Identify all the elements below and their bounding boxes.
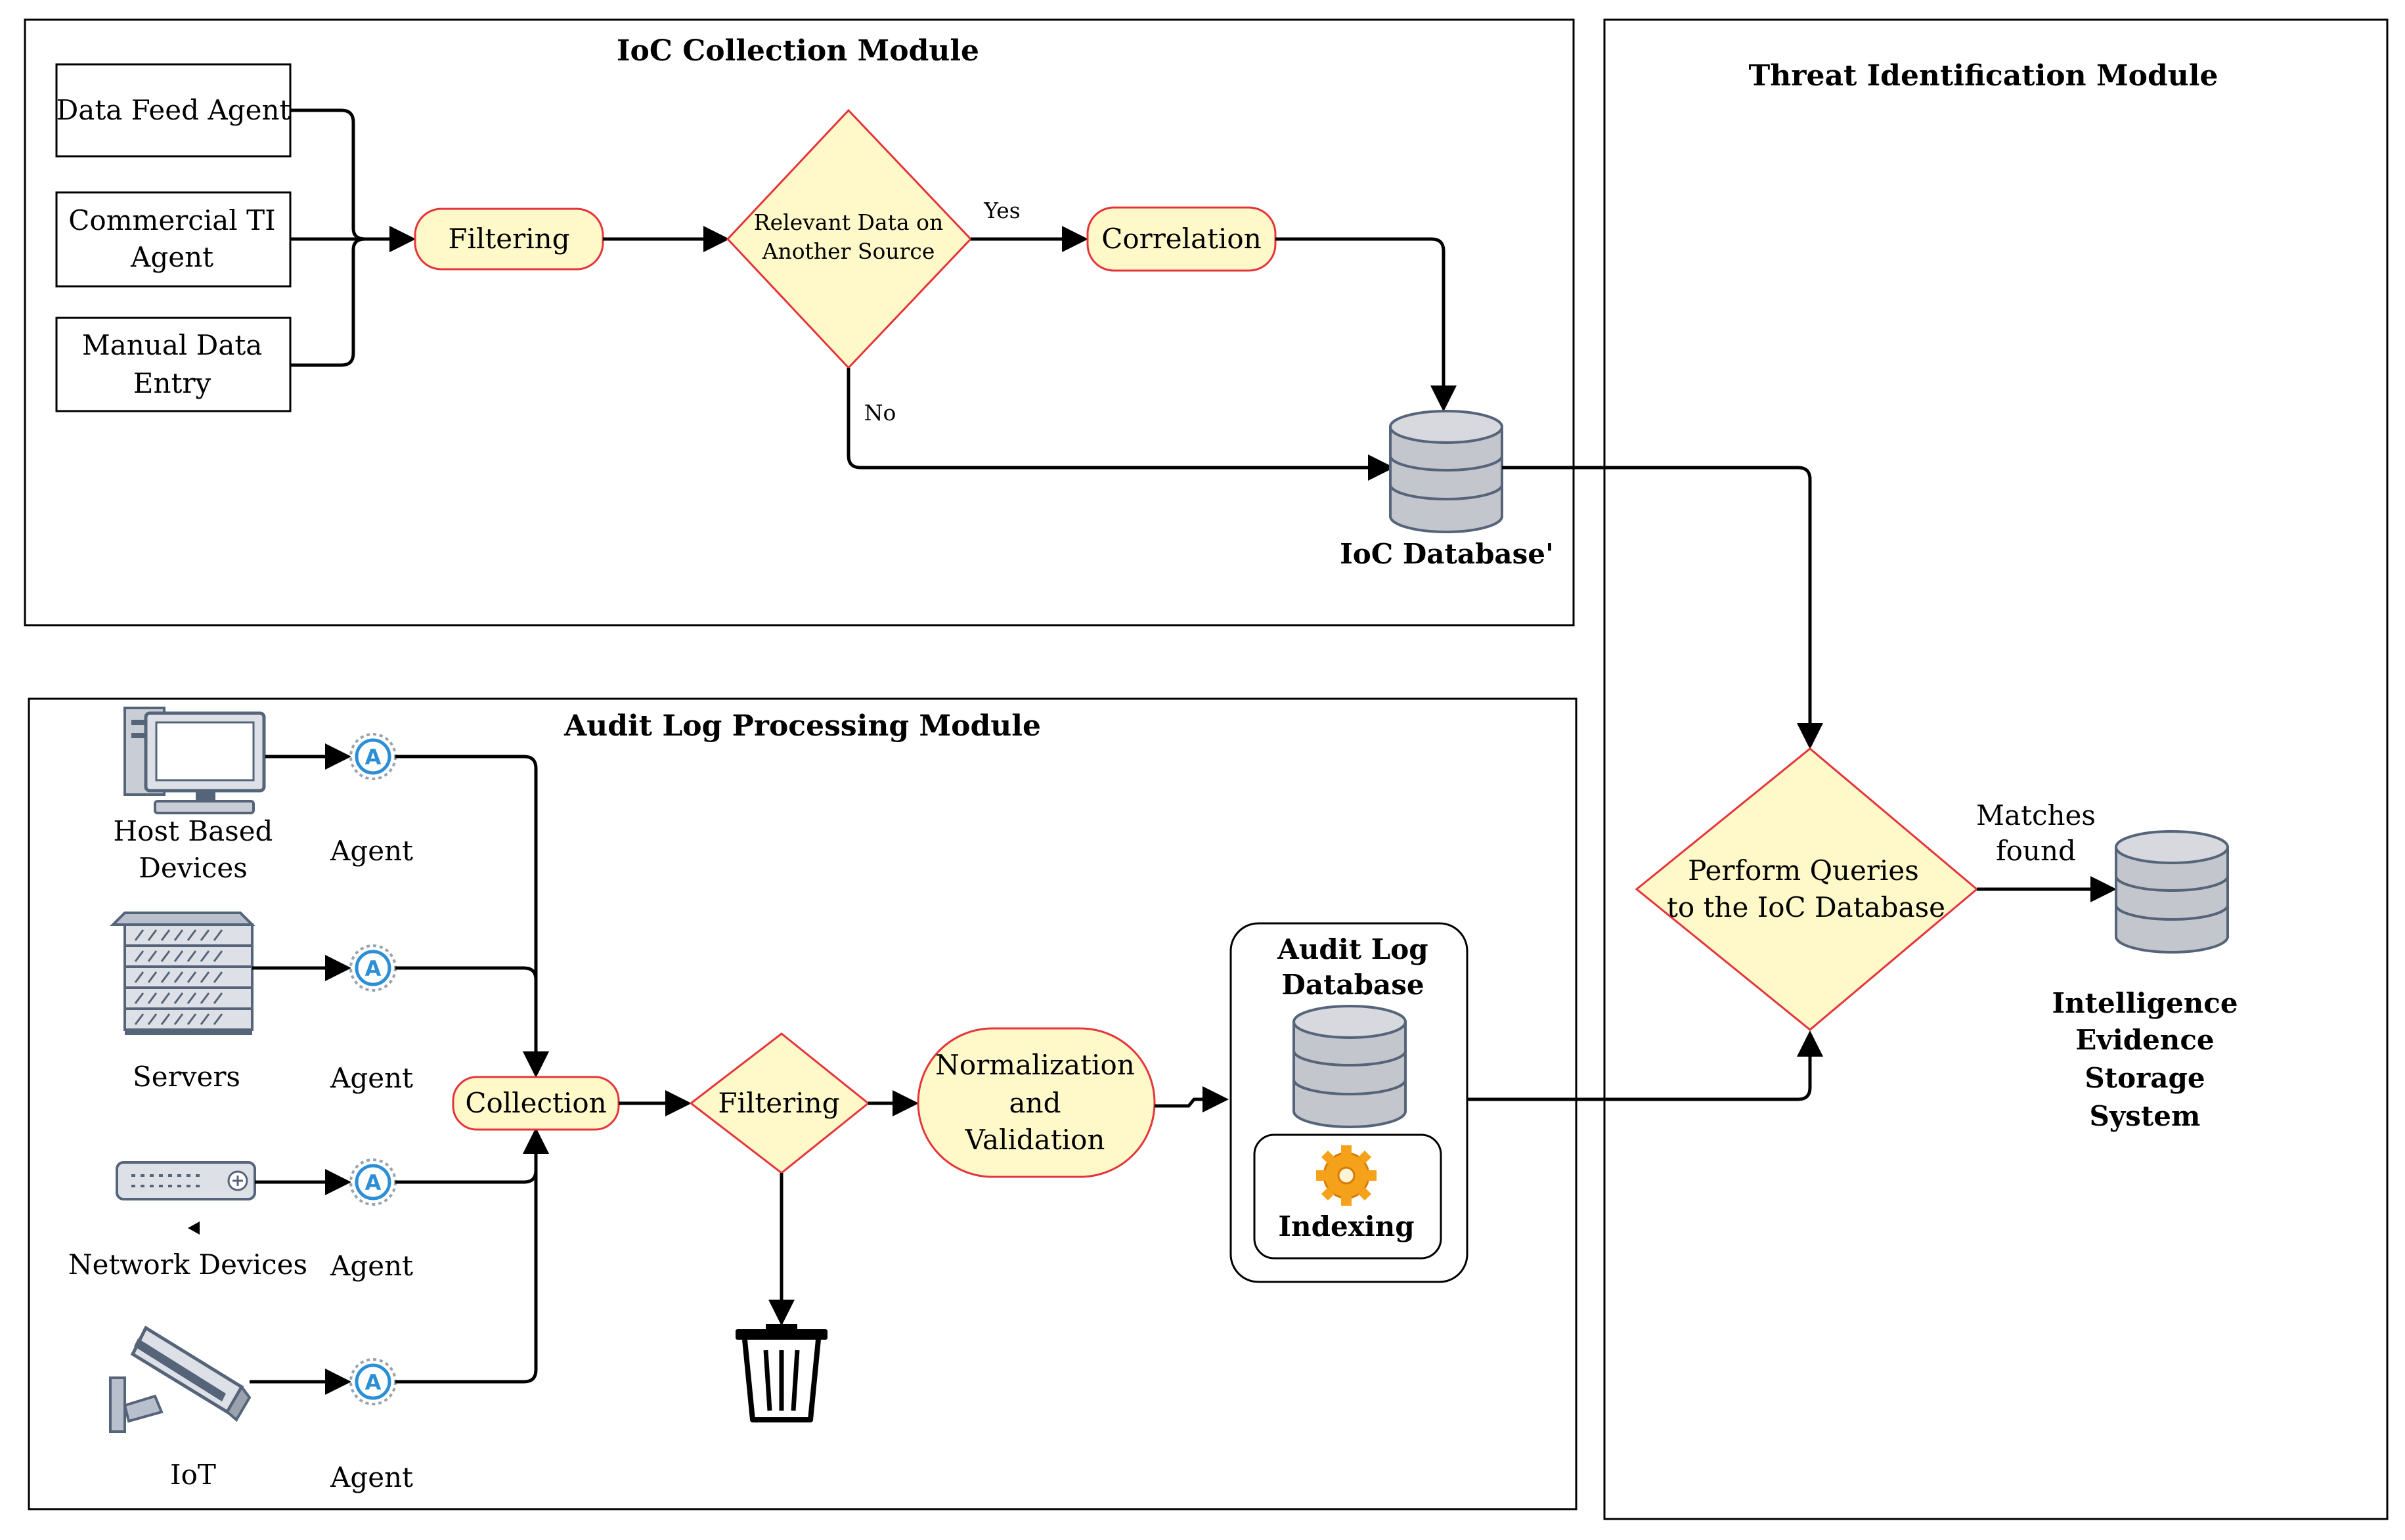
matches-found-label-line2: found	[1996, 835, 2076, 867]
network-agent: A	[351, 1160, 395, 1204]
host-based-devices-label-line1: Host Based	[114, 815, 273, 847]
correlation-to-database-connector	[1275, 237, 1457, 412]
perform-queries-label-line2: to the IoC Database	[1667, 891, 1945, 923]
manual-data-entry-box: Manual Data Entry	[55, 317, 292, 412]
storage-label-line2: Evidence	[2075, 1024, 2214, 1056]
servers-agent-label: Agent	[330, 1062, 413, 1094]
indexing-label: Indexing	[1278, 1210, 1414, 1243]
iot-agent-to-collection-connector	[395, 1128, 549, 1384]
agent-glyph: A	[365, 1370, 382, 1395]
data-feed-connector	[290, 108, 416, 252]
audit-log-database-container: Audit Log Database Indexing	[1229, 922, 1468, 1283]
host-agent-label: Agent	[330, 835, 413, 867]
threat-identification-module-title: Threat Identification Module	[1749, 59, 2218, 93]
network-agent-label: Agent	[330, 1250, 413, 1282]
matches-found-label-line1: Matches	[1976, 799, 2096, 831]
perform-queries-decision: Perform Queries to the IoC Database	[1635, 747, 1979, 1031]
agent-glyph: A	[365, 745, 382, 770]
ioc-collection-module-title: IoC Collection Module	[617, 34, 979, 68]
commercial-ti-agent-label-line2: Agent	[130, 241, 213, 273]
servers-label: Servers	[133, 1061, 240, 1093]
ioc-database-to-query-connector	[1502, 466, 1823, 749]
commercial-ti-agent-label-line1: Commercial TI	[68, 204, 275, 236]
storage-label-line4: System	[2090, 1100, 2201, 1132]
ioc-database-icon	[1389, 410, 1503, 533]
iot-agent: A	[351, 1359, 395, 1404]
audit-log-database-label-line1: Audit Log	[1277, 933, 1428, 965]
normalization-label-line1: Normalization	[935, 1049, 1135, 1081]
relevant-data-decision-line2: Another Source	[762, 238, 935, 264]
audit-filtering-decision: Filtering	[689, 1032, 870, 1174]
agent-glyph: A	[365, 1170, 382, 1195]
audit-log-database-label-line2: Database	[1281, 969, 1424, 1001]
ioc-database-label: IoC Database'	[1340, 538, 1554, 570]
correlation-label: Correlation	[1101, 223, 1262, 255]
normalization-validation-process: Normalization and Validation	[917, 1027, 1156, 1178]
manual-data-entry-label-line1: Manual Data	[82, 329, 263, 361]
servers-agent: A	[351, 946, 395, 990]
iot-security-camera-icon	[109, 1325, 252, 1433]
audit-db-to-query-connector	[1467, 1030, 1823, 1101]
collection-process: Collection	[452, 1076, 620, 1131]
yes-label: Yes	[983, 198, 1020, 223]
manual-entry-connector	[290, 226, 416, 367]
servers-rack-icon	[110, 912, 255, 1035]
ioc-filtering-process: Filtering	[414, 208, 604, 271]
data-feed-agent-box: Data Feed Agent	[55, 63, 292, 158]
host-based-devices-label-line2: Devices	[139, 852, 248, 884]
normalization-to-audit-db-connector	[1155, 1086, 1229, 1112]
data-feed-agent-label: Data Feed Agent	[56, 94, 291, 126]
no-label: No	[864, 400, 896, 426]
audit-log-processing-module-frame	[28, 697, 1578, 1510]
ioc-collection-module-frame	[24, 18, 1575, 627]
agent-glyph: A	[365, 956, 382, 981]
host-agent: A	[351, 734, 395, 779]
collection-label: Collection	[465, 1087, 606, 1119]
relevant-data-decision-line1: Relevant Data on	[754, 209, 943, 235]
host-device-desktop-icon	[123, 707, 266, 814]
threat-identification-module-frame	[1603, 18, 2389, 1520]
gear-icon	[1316, 1145, 1377, 1206]
servers-agent-to-collection-connector	[395, 966, 549, 1078]
storage-label-line3: Storage	[2085, 1062, 2205, 1094]
network-devices-label: Network Devices	[68, 1248, 307, 1281]
audit-log-database-icon	[1292, 1005, 1407, 1128]
iot-label: IoT	[170, 1459, 216, 1491]
perform-queries-label-line1: Perform Queries	[1688, 854, 1919, 887]
audit-filtering-label: Filtering	[718, 1087, 839, 1119]
correlation-process: Correlation	[1086, 206, 1277, 272]
intelligence-evidence-storage-icon	[2115, 830, 2229, 954]
iot-agent-label: Agent	[330, 1461, 413, 1493]
normalization-label-line2: and	[1009, 1087, 1061, 1119]
network-agent-to-collection-connector	[395, 1128, 549, 1184]
decision-no-connector	[847, 368, 1394, 481]
storage-label-line1: Intelligence	[2052, 987, 2238, 1019]
manual-data-entry-label-line2: Entry	[133, 367, 211, 399]
ioc-filtering-label: Filtering	[448, 223, 569, 255]
audit-log-processing-module-title: Audit Log Processing Module	[563, 709, 1041, 743]
host-agent-to-collection-connector	[395, 755, 549, 1078]
normalization-label-line3: Validation	[965, 1124, 1105, 1156]
trash-bin-icon	[736, 1324, 827, 1422]
network-switch-icon	[116, 1161, 256, 1235]
commercial-ti-agent-box: Commercial TI Agent	[55, 191, 292, 288]
relevant-data-decision: Relevant Data on Another Source	[726, 108, 973, 370]
